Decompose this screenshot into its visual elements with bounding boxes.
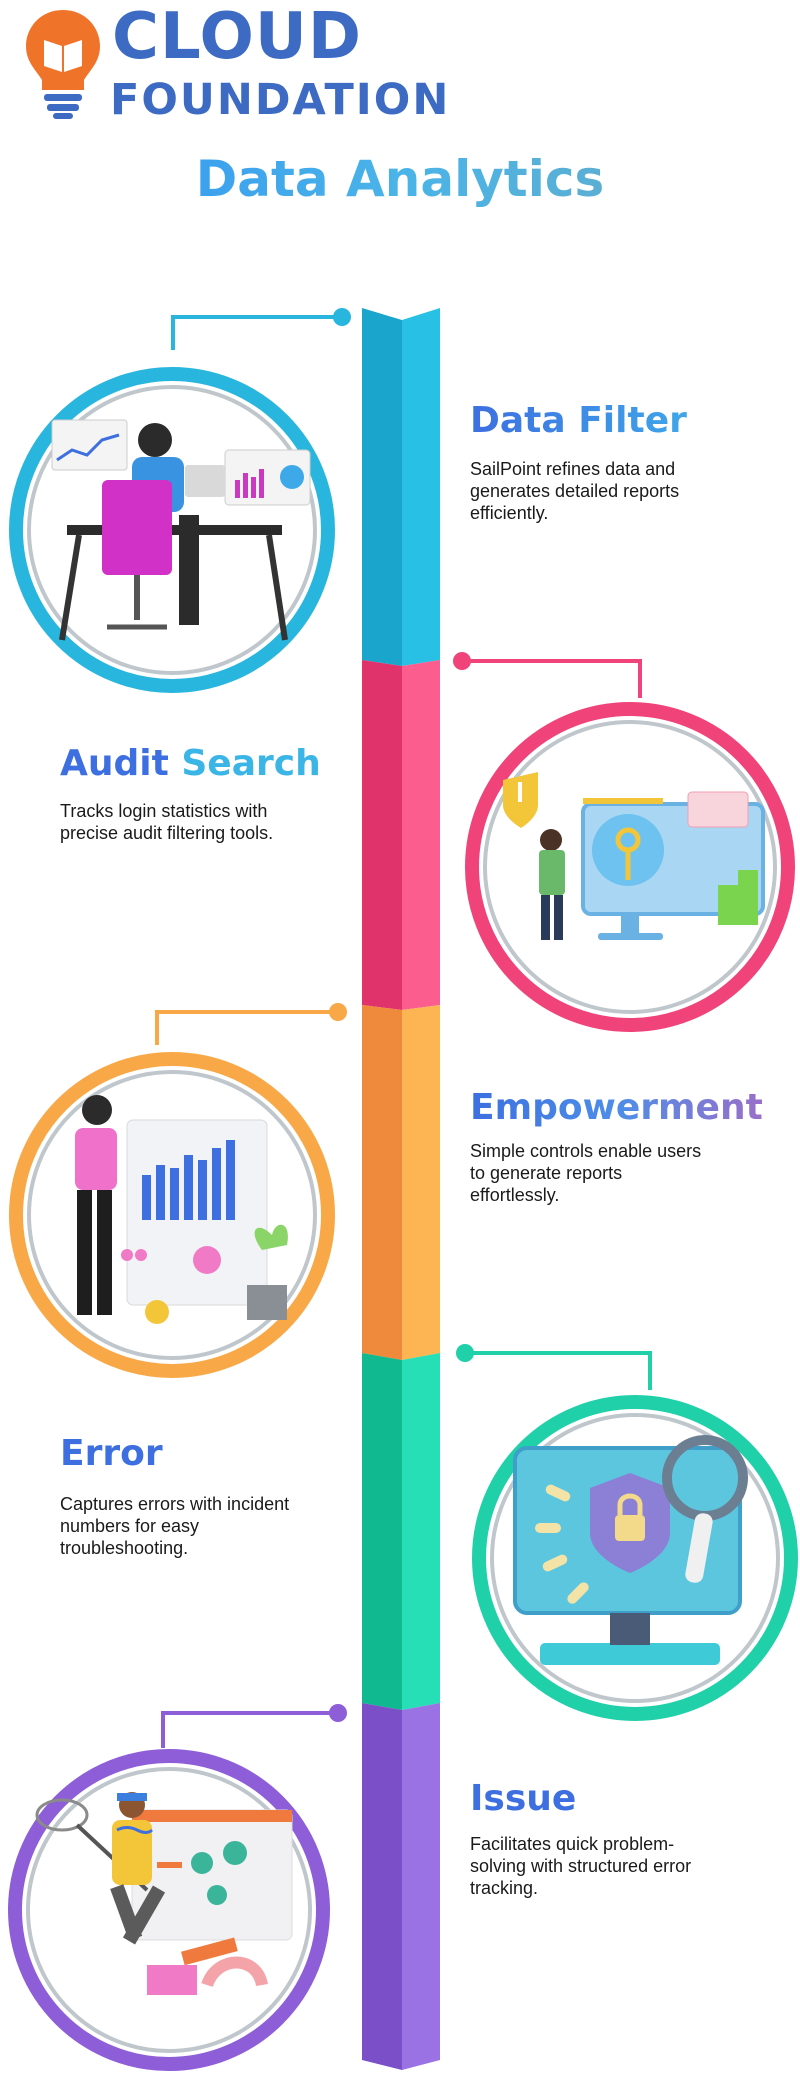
- logo-text-foundation: FOUNDATION: [110, 75, 451, 125]
- illustration-person-bugs: [8, 1749, 330, 2071]
- page-title: Data Analytics: [0, 150, 800, 208]
- step-desc-error: Captures errors with incident numbers fo…: [60, 1494, 290, 1558]
- logo-text-cloud: CLOUD: [112, 0, 362, 74]
- step-title-audit-search: Audit Search: [60, 743, 321, 784]
- connector-1: [171, 315, 342, 350]
- step-title-data-filter: Data Filter: [470, 400, 687, 441]
- illustration-person-report: [9, 1052, 335, 1378]
- step-title-issue: Issue: [470, 1778, 577, 1819]
- step-desc-empowerment: Simple controls enable users to generate…: [470, 1141, 702, 1205]
- illustration-person-at-desk: [9, 367, 335, 693]
- step-title-error: Error: [60, 1433, 163, 1474]
- step-desc-audit-search: Tracks login statistics with precise aud…: [60, 801, 274, 843]
- illustration-monitor-key: [465, 702, 795, 1032]
- step-title-empowerment: Empowerment: [470, 1087, 763, 1128]
- illustration-monitor-shield: [472, 1395, 798, 1721]
- step-desc-data-filter: SailPoint refines data and generates det…: [470, 459, 680, 523]
- step-desc-issue: Facilitates quick problem-solving with s…: [470, 1834, 692, 1898]
- lightbulb-book-icon: [26, 10, 100, 119]
